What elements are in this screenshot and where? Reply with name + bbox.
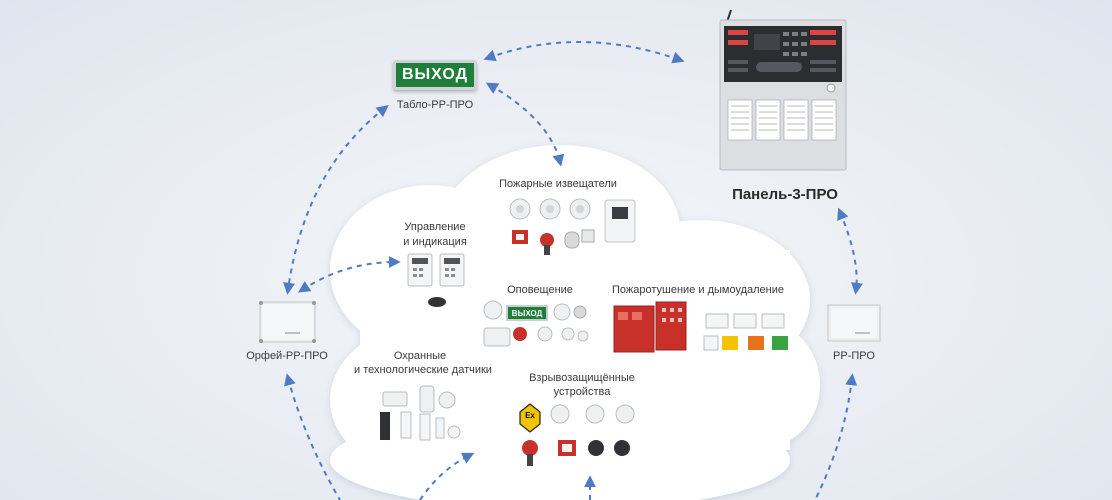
arrow-rr-down: [814, 373, 858, 500]
alert-label: Оповещение: [507, 284, 573, 296]
control-indication-devices: [407, 253, 465, 307]
security-label-line1: Охранные: [393, 350, 447, 362]
exit-sign-text: ВЫХОД: [401, 66, 469, 83]
arrow-orfey-control: [297, 256, 401, 293]
explosion-label-line2: устройства: [553, 386, 611, 398]
rr-pro-device: [827, 304, 881, 342]
rr-label: РР-ПРО: [833, 350, 875, 362]
orfey-rr-pro-device: [259, 301, 316, 343]
exit-sign-small: ВЫХОД: [506, 305, 548, 321]
control-label-line1: Управление: [404, 221, 466, 233]
panel-label: Панель-3-ПРО: [732, 186, 838, 203]
arrow-tablo-detectors: [485, 82, 565, 167]
explosion-label-line1: Взрывозащищённые: [529, 372, 635, 384]
orfey-label: Орфей-РР-ПРО: [246, 350, 328, 362]
extinguish-label: Пожаротушение и дымоудаление: [612, 284, 784, 296]
ex-symbol-label: Ex: [525, 411, 535, 420]
fire-detectors-label: Пожарные извещатели: [499, 178, 617, 190]
explosion-proof-devices: [519, 403, 635, 466]
security-sensor-devices: [380, 385, 461, 441]
arrow-tablo-orfey: [283, 105, 389, 295]
arrow-panel-rr: [837, 207, 863, 295]
extinguish-devices: [613, 301, 788, 353]
panel-3-pro-device: [719, 9, 847, 171]
panel-zone-list: [727, 99, 837, 141]
connection-arrows: [283, 41, 863, 500]
arrow-cloud-bottom: [419, 452, 475, 500]
alert-devices: [483, 300, 589, 347]
ex-warning-icon: [519, 403, 541, 433]
fire-detectors-devices: [509, 198, 636, 255]
arrow-orfey-down: [284, 373, 341, 500]
security-label-line2: и технологические датчики: [354, 364, 492, 376]
arrow-tablo-panel: [483, 41, 685, 64]
exit-sign-small-text: ВЫХОД: [511, 308, 543, 318]
exit-sign-device: ВЫХОД: [393, 60, 477, 90]
tablo-label: Табло-РР-ПРО: [396, 99, 474, 111]
control-label-line2: и индикация: [403, 236, 467, 248]
